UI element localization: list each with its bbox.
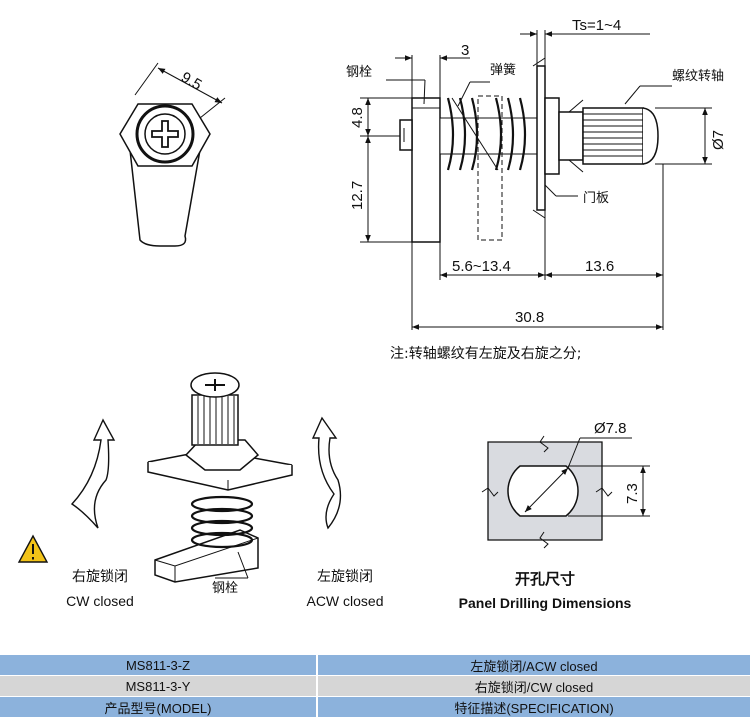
cw-arrow-icon (70, 418, 116, 529)
panel-drilling-title-en: Panel Drilling Dimensions (458, 595, 632, 611)
label-spring: 弹簧 (490, 62, 516, 78)
label-bolt: 钢栓 (346, 65, 372, 80)
dim-4-8: 4.8 (349, 107, 366, 128)
model-cell: MS811-3-Y (0, 675, 318, 697)
spec-table: MS811-3-Z 左旋锁闭/ACW closed MS811-3-Y 右旋锁闭… (0, 655, 750, 718)
model-cell: MS811-3-Z (0, 655, 318, 676)
dim-30-8: 30.8 (515, 309, 544, 326)
cw-caption: 右旋锁闭 CW closed (50, 566, 150, 609)
cam-arm (129, 149, 201, 247)
table-row: MS811-3-Y 右旋锁闭/CW closed (0, 675, 750, 697)
dim-range: 5.6~13.4 (452, 258, 511, 275)
panel-drilling-view (481, 435, 650, 549)
warning-icon (17, 534, 49, 563)
iso-view (147, 372, 293, 583)
iso-bolt (154, 529, 259, 583)
thread-note: 注:转轴螺纹有左旋及右旋之分; (390, 346, 582, 362)
label-shaft: 螺纹转轴 (672, 69, 724, 84)
top-view (119, 62, 226, 247)
dim-13-6: 13.6 (585, 258, 614, 275)
iso-label-bolt: 钢栓 (212, 581, 238, 596)
side-view (360, 30, 712, 330)
acw-arrow-icon (311, 416, 342, 530)
panel-drilling-title-zh: 开孔尺寸 (514, 570, 575, 588)
panel-hole (507, 465, 579, 517)
spring (446, 97, 527, 171)
acw-caption-en: ACW closed (306, 593, 384, 609)
cw-caption-en: CW closed (66, 593, 134, 609)
model-header: 产品型号(MODEL) (0, 696, 318, 718)
side-panel (536, 65, 546, 211)
dim-dia7: Ø7 (710, 130, 727, 150)
dim-9-5: 9.5 (178, 69, 205, 94)
phillips-cross (151, 120, 179, 148)
label-panel: 门板 (583, 191, 609, 206)
dim-hole-dia: Ø7.8 (594, 420, 627, 437)
table-header-row: 产品型号(MODEL) 特征描述(SPECIFICATION) (0, 696, 750, 718)
spec-cell: 左旋锁闭/ACW closed (317, 655, 750, 676)
spec-header: 特征描述(SPECIFICATION) (317, 696, 750, 718)
acw-caption-zh: 左旋锁闭 (317, 569, 373, 585)
side-bolt (411, 97, 441, 243)
dim-ts: Ts=1~4 (572, 17, 621, 34)
panel-drilling-caption: 开孔尺寸 Panel Drilling Dimensions (440, 568, 650, 611)
cw-caption-zh: 右旋锁闭 (72, 569, 128, 585)
technical-drawing: 9.5 (17, 17, 727, 596)
dim-12-7: 12.7 (349, 181, 366, 210)
dim-3: 3 (461, 42, 469, 59)
acw-caption: 左旋锁闭 ACW closed (295, 566, 395, 609)
dim-hole-width: 7.3 (624, 483, 641, 504)
table-row: MS811-3-Z 左旋锁闭/ACW closed (0, 655, 750, 676)
spec-cell: 右旋锁闭/CW closed (317, 675, 750, 697)
